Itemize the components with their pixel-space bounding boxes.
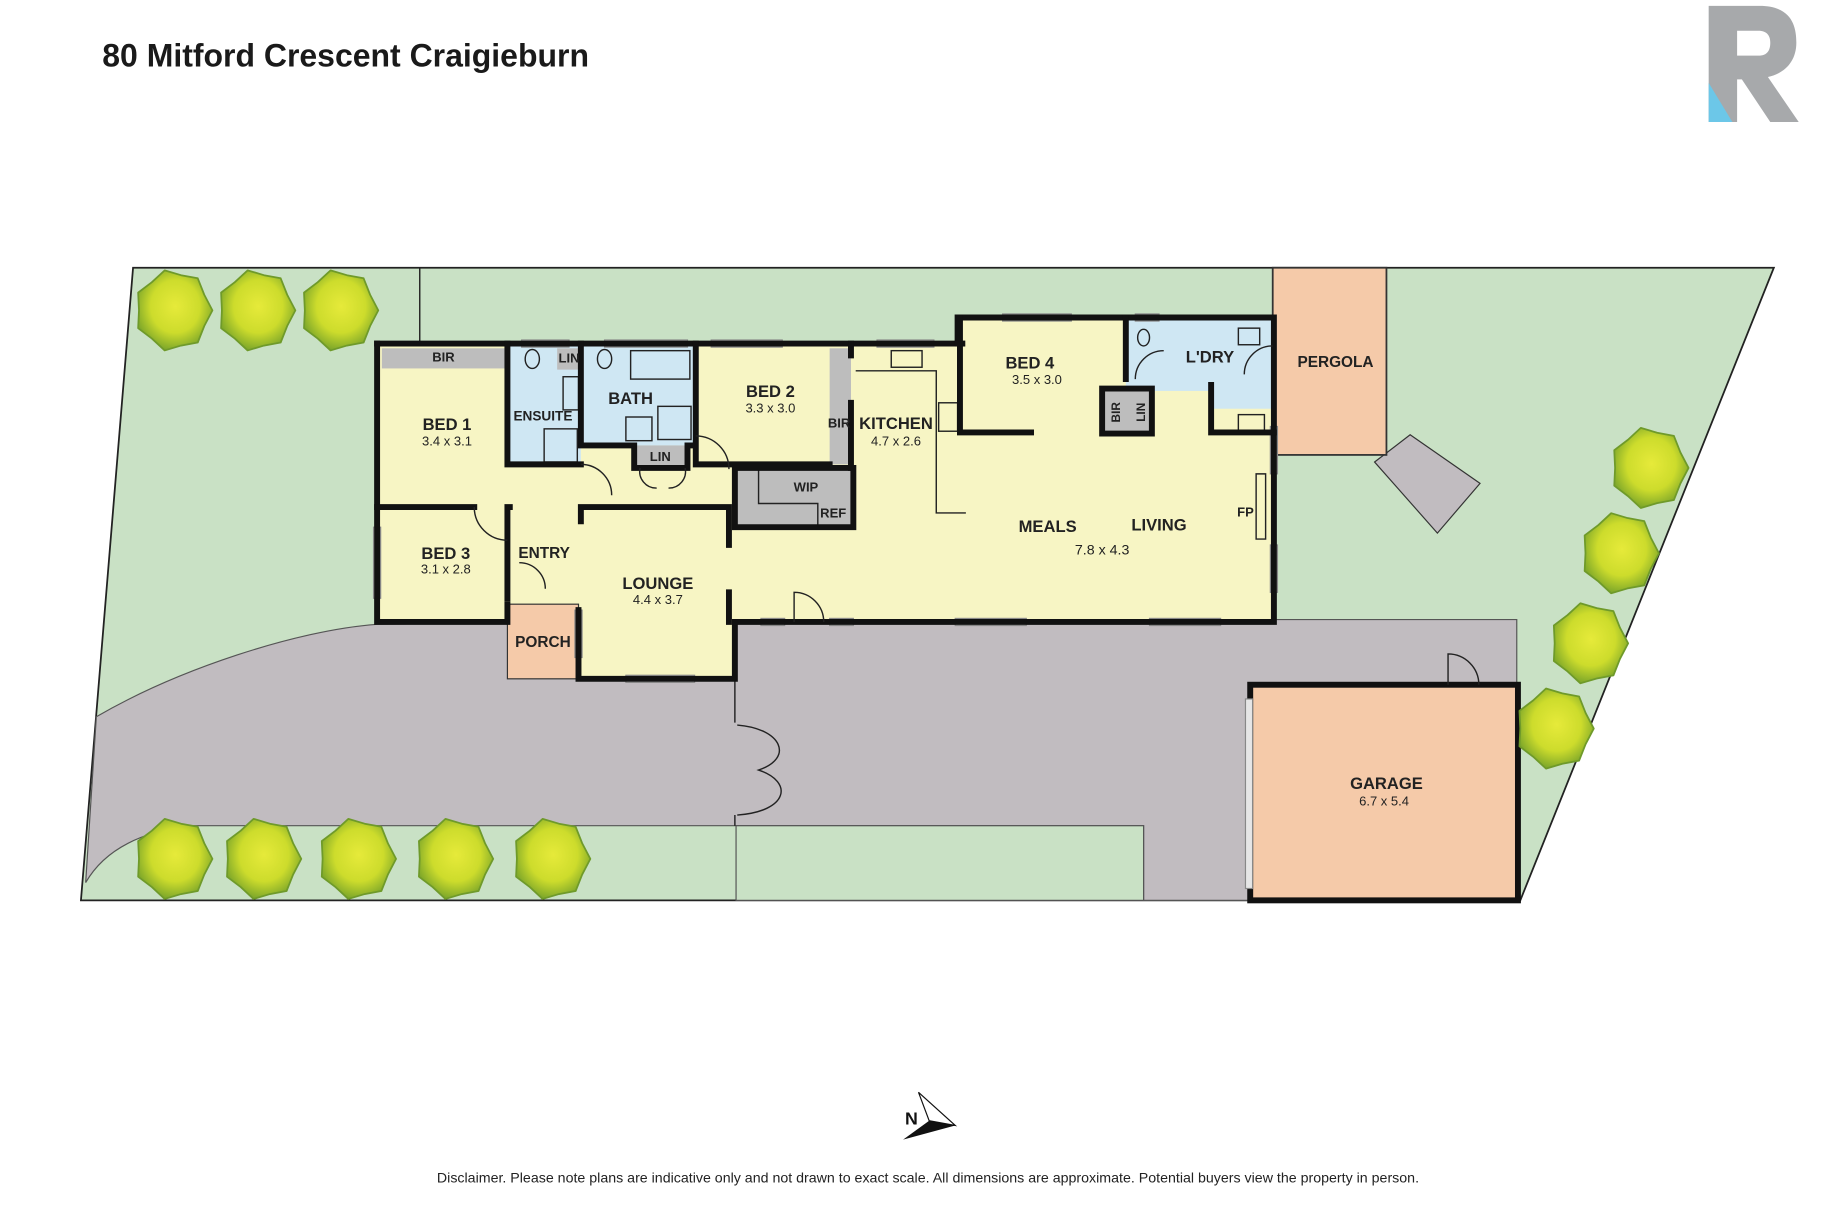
walls	[374, 314, 1277, 682]
wip-label: WIP	[794, 480, 819, 495]
kitchen-dims: 4.7 x 2.6	[871, 433, 921, 448]
garage-dims: 6.7 x 5.4	[1359, 794, 1409, 809]
lin-hall-label: LIN	[650, 449, 671, 464]
paving	[1373, 434, 1481, 535]
kitchen-label: KITCHEN	[859, 414, 933, 433]
porch-label: PORCH	[515, 634, 571, 651]
doors	[473, 345, 1273, 622]
bath	[580, 343, 696, 446]
tree-icon	[1583, 512, 1660, 595]
fp-label: FP	[1237, 505, 1254, 520]
ensuite-label: ENSUITE	[513, 409, 572, 424]
bir-bed2	[829, 348, 851, 465]
bath-label: BATH	[608, 389, 653, 408]
bir-bed4-label: BIR	[1109, 402, 1123, 423]
meals-label: MEALS	[1019, 517, 1077, 536]
bir-bed1	[381, 348, 506, 369]
living-dims: 7.8 x 4.3	[1075, 542, 1130, 558]
fixtures	[524, 327, 1267, 540]
lin-bed4-label: LIN	[1134, 403, 1148, 422]
trees	[137, 269, 1690, 900]
tree-icon	[320, 817, 397, 900]
bed4-label: BED 4	[1005, 353, 1055, 372]
pergola-label: PERGOLA	[1297, 354, 1373, 371]
bed3-dims: 3.1 x 2.8	[421, 561, 471, 576]
bed1-dims: 3.4 x 3.1	[422, 433, 472, 448]
laundry-label: L'DRY	[1186, 348, 1234, 367]
tree-icon	[226, 817, 303, 900]
north-label: N	[905, 1108, 918, 1128]
bed4-dims: 3.5 x 3.0	[1012, 372, 1062, 387]
bed2-dims: 3.3 x 3.0	[745, 400, 795, 415]
agency-logo	[1708, 5, 1799, 123]
page-title: 80 Mitford Crescent Craigieburn	[102, 37, 589, 73]
bir-bed1-label: BIR	[432, 349, 455, 364]
front-lawn	[735, 825, 1145, 901]
living-label: LIVING	[1131, 516, 1186, 535]
lounge-dims: 4.4 x 3.7	[633, 592, 683, 607]
tree-icon	[220, 269, 297, 352]
bir-bed2-label: BIR	[828, 416, 851, 431]
tree-icon	[1613, 427, 1690, 509]
tree-icon	[418, 817, 495, 900]
tree-icon	[1552, 602, 1630, 685]
garage	[1247, 681, 1521, 904]
bed1-label: BED 1	[423, 415, 472, 434]
tree-icon	[515, 817, 592, 900]
wip	[734, 467, 854, 528]
lounge-label: LOUNGE	[622, 574, 693, 593]
lin-ensuite-label: LIN	[559, 351, 580, 366]
disclaimer: Disclaimer. Please note plans are indica…	[437, 1170, 1419, 1186]
entry-label: ENTRY	[518, 545, 570, 562]
tree-icon	[1518, 687, 1595, 770]
north-arrow: N	[903, 1091, 958, 1140]
ref-label: REF	[820, 506, 846, 521]
bir-lin-bed4	[1102, 388, 1152, 434]
bed2-label: BED 2	[746, 382, 795, 401]
lin-hall	[634, 445, 688, 468]
room-labels: BED 1 3.4 x 3.1 BIR LIN ENSUITE BATH LIN…	[421, 348, 1254, 651]
tree-icon	[137, 269, 214, 352]
tree-icon	[303, 269, 380, 352]
bed3-label: BED 3	[421, 544, 470, 563]
tree-icon	[137, 817, 214, 900]
garage-label: GARAGE	[1350, 774, 1423, 793]
